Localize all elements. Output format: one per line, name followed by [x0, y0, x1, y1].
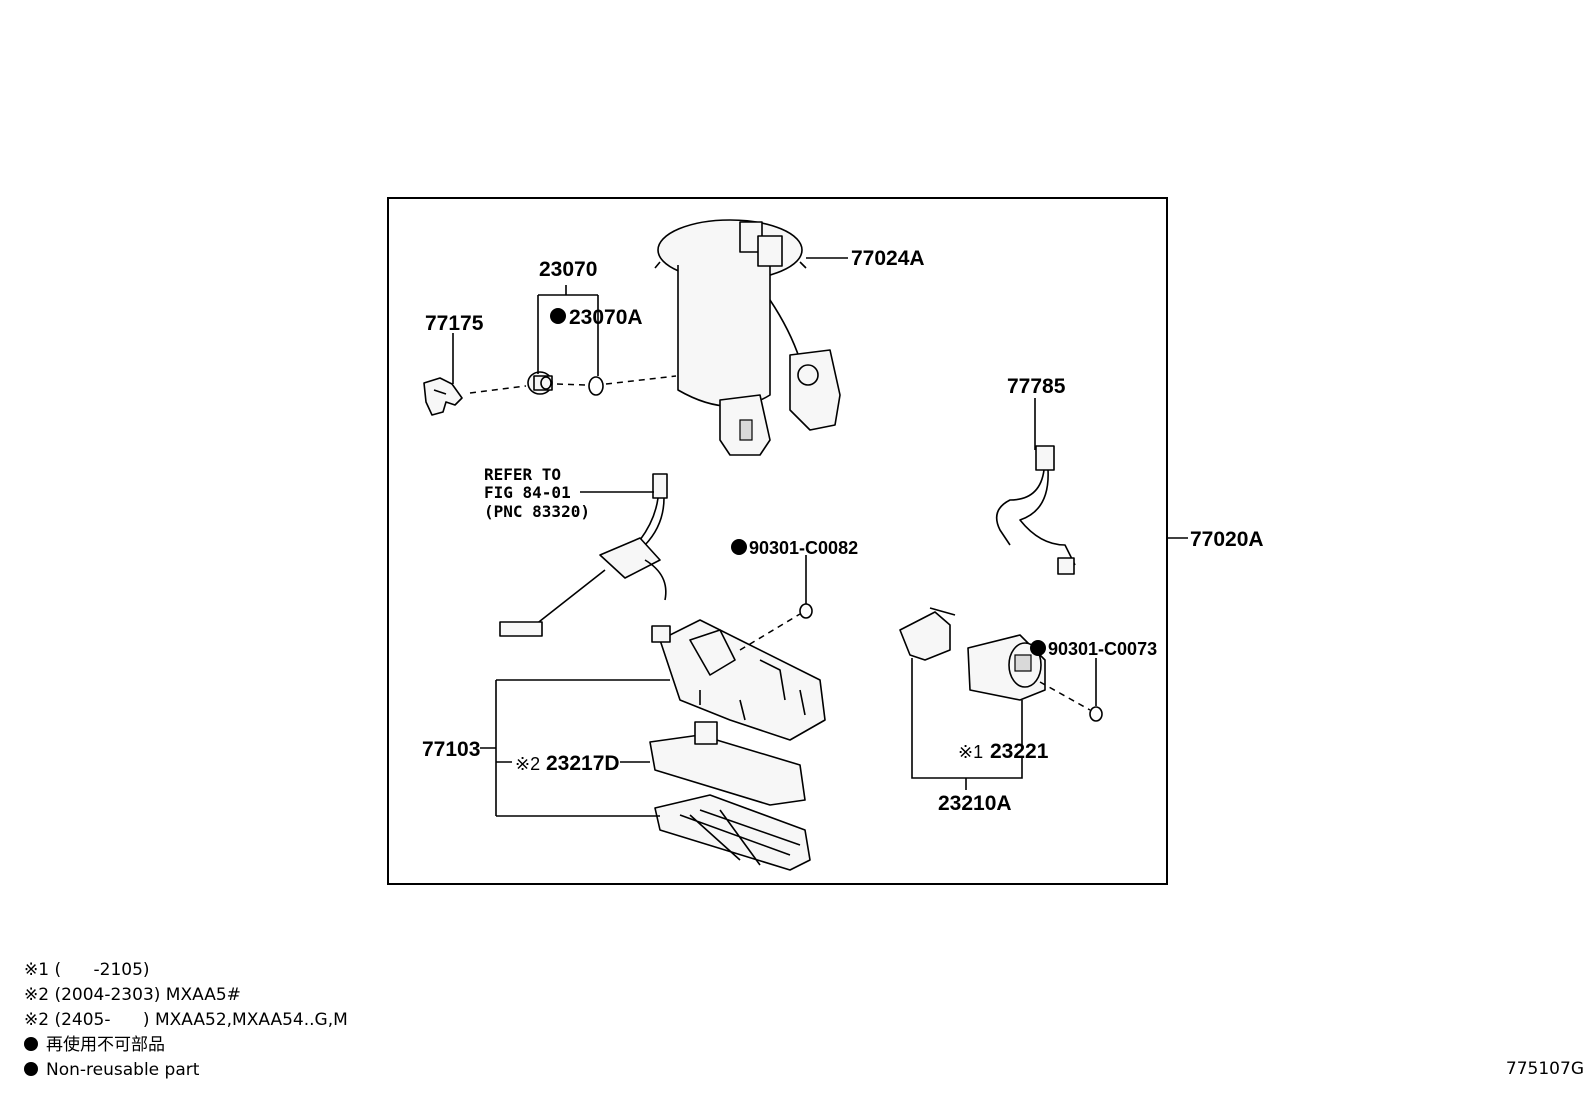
label-refer-line2: FIG 84-01: [484, 483, 571, 502]
legend-bullet-jp: 再使用不可部品: [24, 1033, 348, 1058]
label-refer-line1: REFER TO: [484, 465, 561, 484]
o-ring-23070A-part[interactable]: [588, 376, 604, 396]
o-ring-90301-C0082-part[interactable]: [799, 603, 813, 619]
label-23210A: 23210A: [938, 792, 1012, 815]
legend-note-3: ※2 (2405- ) MXAA52,MXAA54..G,M: [24, 1010, 348, 1030]
fuel-sender-gauge-part[interactable]: [499, 473, 668, 637]
sub-tank-part[interactable]: [651, 619, 826, 741]
o-ring-90301-C0073-part[interactable]: [1089, 706, 1103, 722]
label-23221: 23221: [990, 740, 1049, 763]
legend: ※1 ( -2105) ※2 (2004-2303) MXAA5# ※2 (24…: [24, 958, 348, 1083]
non-reusable-dot-icon: [1030, 640, 1046, 656]
diagram-frame: [387, 197, 1168, 885]
fuel-pump-housing-part[interactable]: [654, 219, 841, 456]
legend-note-1: ※1 ( -2105): [24, 960, 150, 980]
check-valve-part[interactable]: [527, 371, 553, 395]
filter-cover-part[interactable]: [654, 794, 811, 871]
label-77785: 77785: [1007, 375, 1066, 398]
legend-bullet-jp-text: 再使用不可部品: [46, 1035, 165, 1055]
legend-note-2: ※2 (2004-2303) MXAA5#: [24, 985, 241, 1005]
wire-harness-part[interactable]: [995, 445, 1076, 575]
label-77175: 77175: [425, 312, 484, 335]
label-77103: 77103: [422, 738, 480, 761]
label-23217D-note: ※2: [515, 754, 540, 774]
label-90301-C0082: 90301-C0082: [749, 538, 858, 558]
label-23070A: 23070A: [569, 306, 643, 329]
label-77024A: 77024A: [851, 247, 925, 270]
suction-filter-part[interactable]: [649, 721, 806, 806]
label-90301-C0073: 90301-C0073: [1048, 639, 1157, 659]
label-77020A: 77020A: [1190, 528, 1264, 551]
legend-bullet-en: Non-reusable part: [24, 1058, 348, 1083]
non-reusable-dot-icon: [24, 1062, 38, 1076]
label-23070: 23070: [539, 258, 597, 281]
label-refer-line3: (PNC 83320): [484, 502, 590, 521]
figure-code: 775107G: [1505, 1059, 1584, 1079]
pump-bracket-part[interactable]: [899, 607, 956, 661]
clip-part[interactable]: [423, 377, 463, 416]
non-reusable-dot-icon: [731, 539, 747, 555]
non-reusable-dot-icon: [550, 308, 566, 324]
label-23221-note: ※1: [958, 742, 983, 762]
label-23217D: 23217D: [546, 752, 620, 775]
non-reusable-dot-icon: [24, 1037, 38, 1051]
legend-bullet-en-text: Non-reusable part: [46, 1060, 200, 1080]
